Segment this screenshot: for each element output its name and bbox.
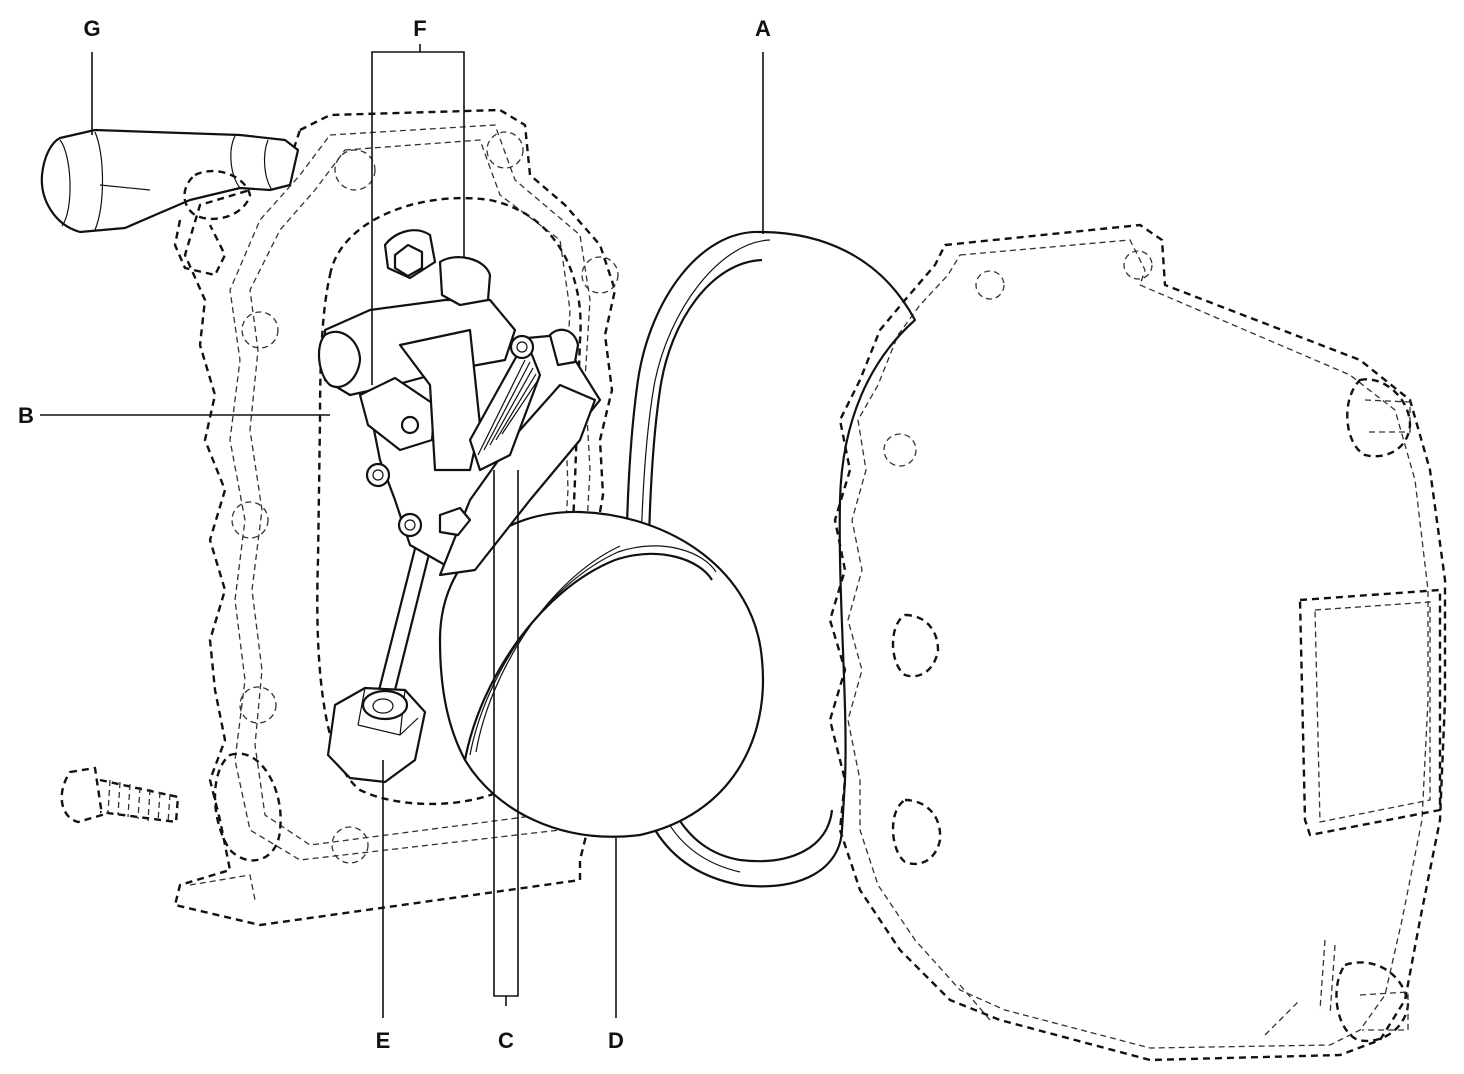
label-a: A <box>755 16 771 41</box>
label-c: C <box>498 1028 514 1053</box>
screw <box>60 766 180 824</box>
elbow-connector <box>40 128 300 277</box>
label-b: B <box>18 403 34 428</box>
label-d: D <box>608 1028 624 1053</box>
rear-cover-outline <box>828 223 1447 1062</box>
leader-c <box>493 470 519 1006</box>
leader-f <box>371 44 465 385</box>
label-g: G <box>83 16 100 41</box>
callouts: G F A B C D E <box>18 16 771 1053</box>
label-e: E <box>376 1028 391 1053</box>
label-f: F <box>413 16 426 41</box>
pulley <box>438 510 765 838</box>
